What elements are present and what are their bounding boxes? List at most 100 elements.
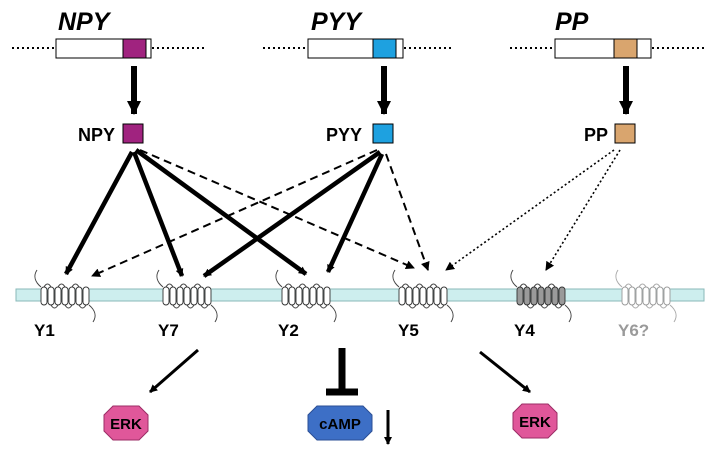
receptor-loop bbox=[429, 283, 438, 288]
receptor-helix bbox=[621, 286, 629, 306]
receptor-loop bbox=[78, 304, 87, 309]
receptor-helix bbox=[162, 286, 170, 306]
receptor-loop bbox=[165, 283, 174, 288]
npy-to-y5-arrow bbox=[139, 149, 415, 269]
gene-pyy: PYY bbox=[263, 8, 452, 59]
gene-exon-pp bbox=[613, 38, 638, 59]
peptide-square-pp bbox=[614, 123, 636, 144]
receptor-helix bbox=[169, 286, 177, 306]
receptor-loop bbox=[638, 283, 647, 288]
erk-node-right: ERK bbox=[512, 403, 558, 439]
receptor-helix bbox=[281, 286, 289, 306]
receptor-loop bbox=[533, 283, 542, 288]
receptor-helix bbox=[405, 286, 413, 306]
receptor-helix bbox=[551, 286, 559, 306]
gene-exon-npy bbox=[122, 38, 147, 59]
y7-to-erk-arrow bbox=[149, 348, 199, 394]
receptor-row bbox=[34, 269, 677, 323]
peptide-square-npy bbox=[122, 123, 144, 144]
receptor-n-terminus bbox=[510, 269, 518, 288]
receptor-loop bbox=[624, 283, 633, 288]
receptor-helix bbox=[516, 286, 524, 306]
receptor-helix bbox=[40, 286, 48, 306]
peptide-pyy: PYY bbox=[326, 123, 394, 145]
receptor-n-terminus bbox=[34, 269, 42, 288]
peptide-label-npy: NPY bbox=[78, 125, 115, 145]
receptor-c-terminus bbox=[210, 304, 218, 323]
receptor-n-terminus bbox=[615, 269, 623, 288]
gene-label-pp: PP bbox=[555, 8, 589, 36]
receptor-helix bbox=[183, 286, 191, 306]
camp-label: cAMP bbox=[319, 416, 361, 433]
gene-label-pyy: PYY bbox=[311, 8, 363, 36]
pp-to-y5-arrow bbox=[445, 149, 615, 271]
receptor-helix bbox=[68, 286, 76, 306]
receptor-label-y4: Y4 bbox=[514, 321, 535, 340]
receptor-loop bbox=[172, 304, 181, 309]
receptor-loop bbox=[284, 283, 293, 288]
receptor-helix bbox=[54, 286, 62, 306]
peptide-label-pyy: PYY bbox=[326, 125, 362, 145]
receptor-loop bbox=[71, 283, 80, 288]
receptor-loop bbox=[554, 304, 563, 309]
receptor-label-y1: Y1 bbox=[34, 321, 55, 340]
receptor-helix bbox=[544, 286, 552, 306]
receptor-helix bbox=[398, 286, 406, 306]
gene-npy: NPY bbox=[12, 8, 205, 59]
receptor-y5 bbox=[392, 269, 454, 323]
receptor-helix bbox=[426, 286, 434, 306]
receptor-loop bbox=[526, 304, 535, 309]
pp-to-y4-arrow bbox=[545, 149, 621, 271]
receptor-loop bbox=[43, 283, 52, 288]
receptor-loop bbox=[415, 283, 424, 288]
binding-arrows-pp bbox=[445, 149, 621, 271]
receptor-helix bbox=[642, 286, 650, 306]
camp-inhibition bbox=[326, 348, 358, 396]
erk-octagon-right bbox=[512, 403, 558, 439]
receptor-loop bbox=[319, 304, 328, 309]
receptor-helix bbox=[176, 286, 184, 306]
receptor-helix bbox=[302, 286, 310, 306]
peptide-npy: NPY bbox=[78, 123, 144, 145]
receptor-loop bbox=[179, 283, 188, 288]
receptor-loop bbox=[659, 304, 668, 309]
pyy-to-y5-arrow bbox=[385, 153, 430, 271]
receptor-loop bbox=[547, 283, 556, 288]
receptor-helix bbox=[288, 286, 296, 306]
receptor-loop bbox=[652, 283, 661, 288]
cell-membrane bbox=[15, 288, 705, 302]
receptor-helix bbox=[656, 286, 664, 306]
receptor-y2 bbox=[275, 269, 337, 323]
receptor-loop bbox=[436, 304, 445, 309]
receptor-loop bbox=[200, 304, 209, 309]
erk-label-right: ERK bbox=[519, 414, 551, 431]
receptor-label-y7: Y7 bbox=[158, 321, 179, 340]
receptor-loop bbox=[422, 304, 431, 309]
receptor-loop bbox=[519, 283, 528, 288]
receptor-helix bbox=[204, 286, 212, 306]
receptor-loop bbox=[408, 304, 417, 309]
gene-exon-pyy bbox=[372, 38, 397, 59]
receptor-helix bbox=[190, 286, 198, 306]
receptor-loop bbox=[298, 283, 307, 288]
receptor-helix bbox=[440, 286, 448, 306]
erk-node-left: ERK bbox=[103, 405, 149, 441]
camp-node: cAMP bbox=[307, 405, 373, 441]
receptor-label-y5: Y5 bbox=[398, 321, 419, 340]
npy-to-y7-arrow bbox=[131, 151, 185, 277]
receptor-helix bbox=[75, 286, 83, 306]
receptor-y1 bbox=[34, 269, 96, 323]
receptor-helix bbox=[197, 286, 205, 306]
receptor-loop bbox=[540, 304, 549, 309]
peptide-square-pyy bbox=[372, 123, 394, 144]
receptor-helix bbox=[295, 286, 303, 306]
receptor-loop bbox=[631, 304, 640, 309]
receptor-helix bbox=[316, 286, 324, 306]
receptor-n-terminus bbox=[392, 269, 400, 288]
receptor-helix bbox=[82, 286, 90, 306]
binding-arrows-npy bbox=[64, 148, 415, 277]
receptor-loop bbox=[57, 283, 66, 288]
camp-octagon bbox=[307, 405, 373, 441]
receptor-n-terminus bbox=[156, 269, 164, 288]
